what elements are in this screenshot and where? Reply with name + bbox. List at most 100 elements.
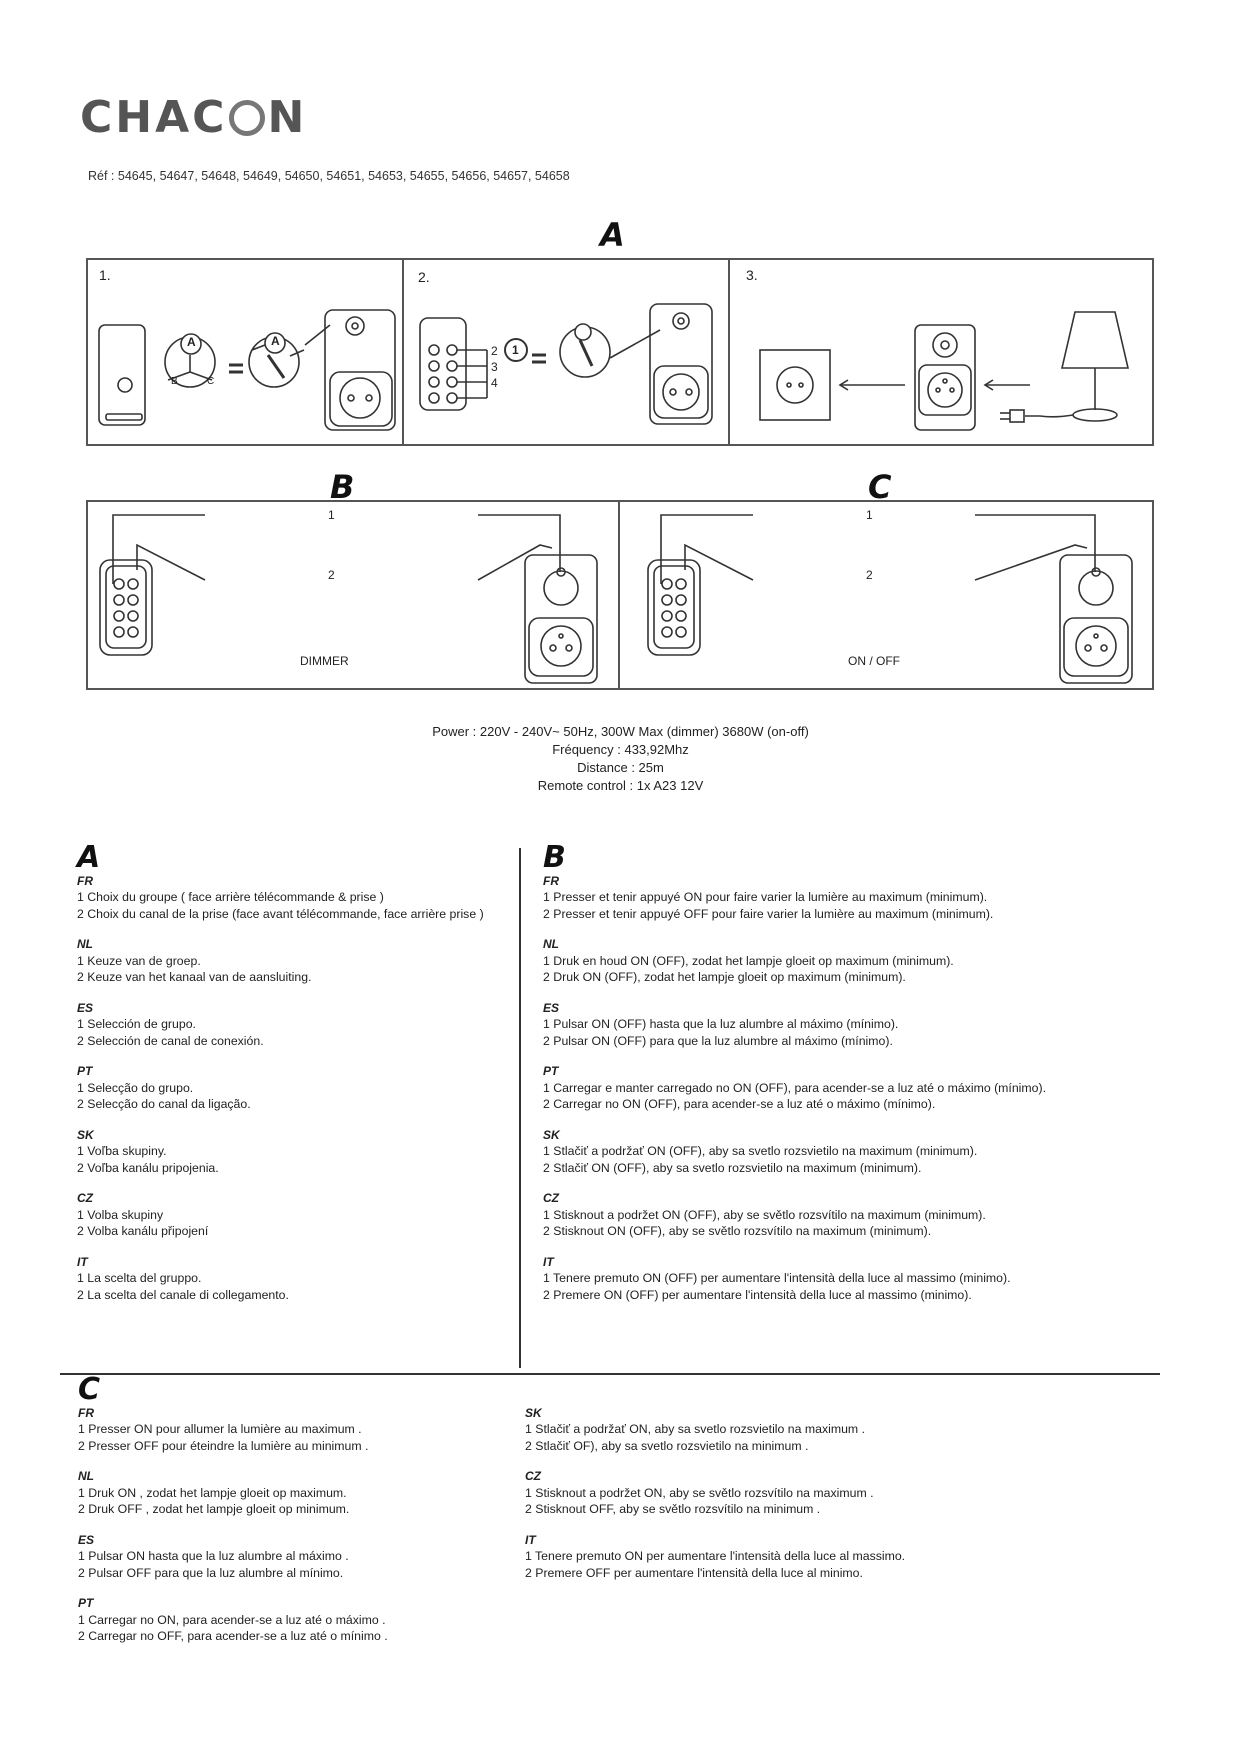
lang-block: CZ 1 Volba skupiny 2 Volba kanálu připojen… xyxy=(77,1190,507,1240)
instruction-line: 2 Pulsar ON (OFF) para que la luz alumbr… xyxy=(543,1033,893,1048)
specifications: Power : 220V - 240V~ 50Hz, 300W Max (dim… xyxy=(0,723,1241,795)
lang-block: ES 1 Selección de grupo. 2 Selección de ca… xyxy=(77,1000,507,1050)
section-a-title: A xyxy=(77,840,101,875)
instruction-line: 2 Choix du canal de la prise (face avant… xyxy=(77,906,484,921)
panel-c-callout-1: 1 xyxy=(866,508,873,522)
section-c-left-langs: FR 1 Presser ON pour allumer la lumière a… xyxy=(78,1405,498,1645)
instruction-line: 1 Tenere premuto ON per aumentare l'inte… xyxy=(525,1549,906,1563)
instruction-line: 2 Voľba kanálu pripojenia. xyxy=(77,1160,219,1175)
section-b-title: B xyxy=(543,840,566,875)
instruction-line: 2 Selección de canal de conexión. xyxy=(77,1033,264,1048)
lang-block: ES 1 Pulsar ON (OFF) hasta que la luz alu… xyxy=(543,1000,1153,1050)
instruction-line: 2 La scelta del canale di collegamento. xyxy=(77,1287,289,1302)
instruction-line: 1 Druk ON , zodat het lampje gloeit op m… xyxy=(78,1485,347,1500)
channel-label-4: 4 xyxy=(491,376,498,390)
spec-power: Power : 220V - 240V~ 50Hz, 300W Max (dim… xyxy=(432,724,809,739)
lang-block: CZ 1 Stisknout a podržet ON, aby se světl… xyxy=(525,1468,1145,1518)
lang-code: ES xyxy=(78,1532,95,1547)
lang-code: CZ xyxy=(525,1469,541,1483)
instruction-line: 1 Pulsar ON hasta que la luz alumbre al … xyxy=(78,1549,349,1563)
panel-a1-number: 1. xyxy=(99,267,111,283)
instruction-line: 2 Pulsar OFF para que la luz alumbre al … xyxy=(78,1565,344,1580)
lang-code: CZ xyxy=(77,1191,93,1205)
instruction-line: 2 Druk ON (OFF), zodat het lampje gloeit… xyxy=(543,970,906,984)
instruction-line: 1 Stlačiť a podržať ON, aby sa svetlo ro… xyxy=(525,1422,866,1436)
channel-label-3: 3 xyxy=(491,360,498,374)
dial-letter-b-1: B xyxy=(171,376,178,387)
lang-code: SK xyxy=(77,1127,94,1142)
instruction-line: 1 Stisknout a podržet ON (OFF), aby se s… xyxy=(543,1207,986,1222)
section-c-right: SK 1 Stlačiť a podržať ON, aby sa svetlo … xyxy=(525,1382,1145,1581)
lang-code: CZ xyxy=(543,1191,559,1205)
panel-b-callout-2: 2 xyxy=(328,568,335,582)
lang-code: SK xyxy=(525,1405,542,1420)
panel-b-callout-1: 1 xyxy=(328,508,335,522)
instruction-line: 2 Carregar no OFF, para acender-se a luz… xyxy=(78,1629,388,1643)
lang-block: SK 1 Stlačiť a podržať ON, aby sa svetlo … xyxy=(525,1405,1145,1455)
lang-block: ES 1 Pulsar ON hasta que la luz alumbre a… xyxy=(78,1532,498,1582)
reference-numbers: Réf : 54645, 54647, 54648, 54649, 54650,… xyxy=(88,169,570,183)
instruction-line: 1 Keuze van de groep. xyxy=(77,953,201,968)
instruction-line: 2 Presser OFF pour éteindre la lumière a… xyxy=(78,1438,369,1453)
instruction-line: 2 Volba kanálu připojení xyxy=(77,1224,209,1238)
lang-block: NL 1 Druk ON , zodat het lampje gloeit op… xyxy=(78,1468,498,1518)
panel-a3 xyxy=(728,258,1154,446)
instruction-line: 1 Tenere premuto ON (OFF) per aumentare … xyxy=(543,1271,1011,1285)
panel-c xyxy=(618,500,1154,690)
lang-block: PT 1 Selecção do grupo. 2 Selecção do cana… xyxy=(77,1063,507,1113)
lang-code: NL xyxy=(543,937,559,951)
lang-block: NL 1 Keuze van de groep. 2 Keuze van het k… xyxy=(77,936,507,986)
onoff-label: ON / OFF xyxy=(848,654,900,668)
lang-code: PT xyxy=(77,1064,93,1078)
instruction-line: 2 Druk OFF , zodat het lampje gloeit op … xyxy=(78,1502,350,1516)
lang-code: NL xyxy=(77,937,93,951)
instruction-line: 1 Selección de grupo. xyxy=(77,1017,196,1031)
instruction-line: 1 Selecção do grupo. xyxy=(77,1080,194,1095)
instruction-line: 1 Presser ON pour allumer la lumière au … xyxy=(78,1422,362,1436)
lang-code: ES xyxy=(77,1000,94,1015)
instruction-line: 2 Presser et tenir appuyé OFF pour faire… xyxy=(543,906,994,921)
dial-letter-a-1: A xyxy=(187,335,196,349)
figure-title-c: C xyxy=(868,468,892,506)
lang-block: PT 1 Carregar e manter carregado no ON (O… xyxy=(543,1063,1153,1113)
panel-a2-number: 2. xyxy=(418,269,430,285)
figure-a-drawings xyxy=(98,303,1130,431)
figure-title-b: B xyxy=(330,468,355,506)
instruction-line: 1 Carregar e manter carregado no ON (OFF… xyxy=(543,1080,1046,1095)
logo-text-right: N xyxy=(267,92,308,143)
instruction-line: 2 Premere OFF per aumentare l'intensità … xyxy=(525,1565,863,1580)
figure-title-a: A xyxy=(600,216,625,254)
instruction-line: 1 Pulsar ON (OFF) hasta que la luz alumb… xyxy=(543,1017,899,1031)
lang-code: NL xyxy=(78,1469,94,1483)
instruction-line: 1 Presser et tenir appuyé ON pour faire … xyxy=(543,890,988,904)
instruction-line: 2 Selecção do canal da ligação. xyxy=(77,1097,251,1111)
instruction-line: 2 Keuze van het kanaal van de aansluitin… xyxy=(77,970,312,984)
lang-block: CZ 1 Stisknout a podržet ON (OFF), aby se… xyxy=(543,1190,1153,1240)
instruction-line: 1 Stlačiť a podržať ON (OFF), aby sa sve… xyxy=(543,1144,978,1158)
instruction-line: 1 Stisknout a podržet ON, aby se světlo … xyxy=(525,1485,874,1500)
instruction-line: 2 Stisknout ON (OFF), aby se světlo rozs… xyxy=(543,1224,932,1238)
lang-code: PT xyxy=(78,1596,94,1610)
channel-label-2: 2 xyxy=(491,344,498,358)
lang-code: FR xyxy=(78,1405,94,1420)
lang-code: IT xyxy=(525,1532,536,1547)
lang-code: ES xyxy=(543,1000,560,1015)
spec-remote: Remote control : 1x A23 12V xyxy=(537,778,704,793)
horizontal-divider xyxy=(60,1373,1160,1375)
dimmer-label: DIMMER xyxy=(300,654,349,668)
instruction-line: 1 Volba skupiny xyxy=(77,1207,164,1222)
lang-block: IT 1 Tenere premuto ON per aumentare l'in… xyxy=(525,1532,1145,1582)
lang-code: PT xyxy=(543,1064,559,1078)
instruction-line: 1 Choix du groupe ( face arrière télécom… xyxy=(77,890,384,904)
lang-code: SK xyxy=(543,1127,560,1142)
